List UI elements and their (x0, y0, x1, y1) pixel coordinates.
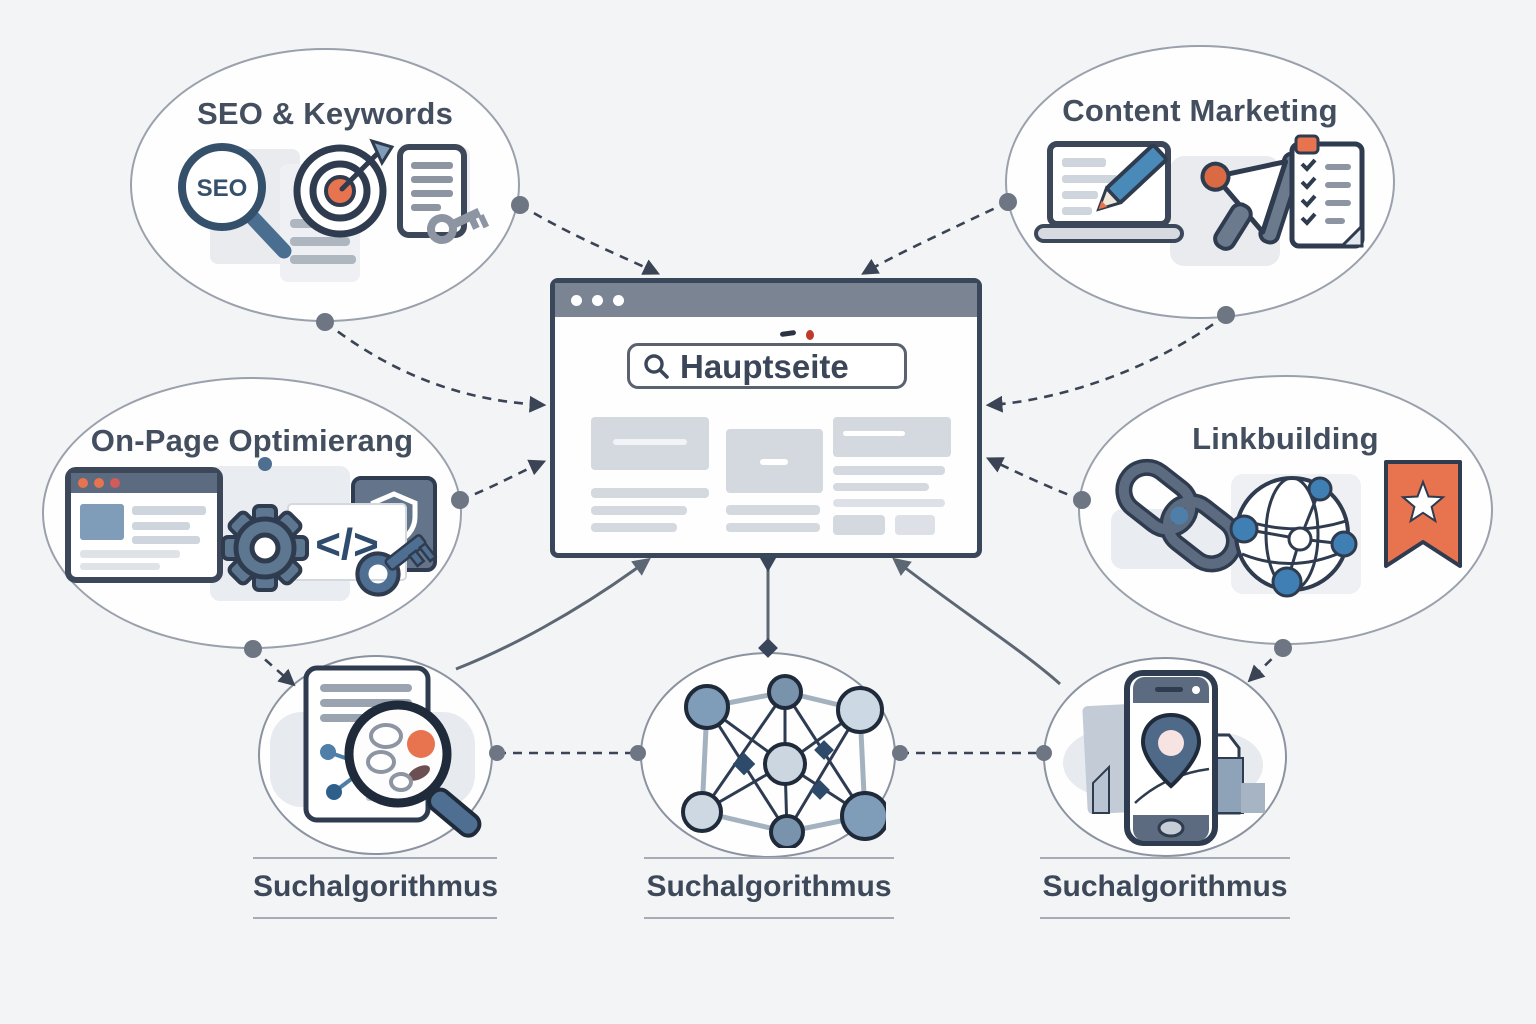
node-search-algorithm-mobile (1043, 657, 1287, 857)
document-analysis-magnifier-icon (270, 665, 482, 838)
hub-search-bar: Hauptseite (627, 329, 907, 389)
window-dot-icon (613, 294, 624, 306)
gear-icon (220, 504, 309, 592)
stray-red-dot (806, 330, 814, 340)
hub-browser-window: Hauptseite (550, 278, 982, 558)
seo-keywords-icons: SEO (178, 138, 490, 282)
connector-hub-to-analysis (455, 557, 651, 671)
magnifier-icon (644, 353, 669, 379)
node-title-content-marketing: Content Marketing (1062, 93, 1338, 128)
globe-network-icon (1229, 476, 1357, 598)
connector-seo-to-hub-left (324, 320, 547, 413)
node-title-linkbuilding: Linkbuilding (1192, 421, 1379, 456)
node-content-marketing: Content Marketing (1005, 45, 1395, 319)
stray-dash-mark (779, 329, 797, 338)
seo-magnifier-icon: SEO (178, 143, 292, 259)
keyword-document-key-icon (397, 144, 490, 244)
svg-text:SEO: SEO (197, 175, 248, 202)
hub-search-text: Hauptseite (680, 347, 849, 385)
node-onpage-optimierung: On-Page Optimierang (42, 377, 462, 649)
target-arrow-icon (293, 138, 395, 238)
connector-linkbuilding-to-hub-right (985, 457, 1083, 502)
browser-titlebar (555, 283, 977, 317)
bookmark-star-icon (1383, 460, 1462, 568)
node-search-algorithm-network (640, 652, 896, 858)
node-title-seo-keywords: SEO & Keywords (196, 96, 454, 131)
laptop-pencil-icon (1034, 141, 1184, 243)
phone-location-icon (1063, 670, 1265, 846)
key-icon (354, 534, 437, 597)
connector-onpage-to-hub-left (459, 459, 547, 502)
connector-seo-to-hub-top (519, 203, 661, 275)
magnifier-lens (344, 700, 482, 838)
chain-link-icon (1114, 458, 1243, 573)
linkbuilding-icons (1110, 458, 1462, 598)
node-search-algorithm-analysis (258, 655, 493, 855)
label-search-algorithm-1: Suchalgorithmus (253, 857, 498, 919)
window-dot-icon (571, 294, 582, 306)
node-title-onpage: On-Page Optimierang (90, 423, 414, 458)
mini-browser-icon (64, 467, 223, 583)
network-graph-icon (681, 674, 886, 848)
window-dot-icon (592, 294, 603, 306)
connector-endpoints (758, 558, 778, 658)
connector-hub-to-mobile (892, 557, 1061, 686)
smartphone (1124, 670, 1218, 846)
checklist-icon (1289, 134, 1365, 249)
node-seo-keywords: SEO & Keywords SEO (130, 48, 520, 322)
connector-content-to-hub-top (861, 200, 1009, 275)
label-search-algorithm-2: Suchalgorithmus (644, 857, 894, 919)
key-glyph (427, 208, 490, 244)
onpage-icons: </> (64, 457, 437, 601)
node-linkbuilding: Linkbuilding (1078, 375, 1493, 645)
label-search-algorithm-3: Suchalgorithmus (1040, 857, 1290, 919)
content-marketing-icons (1034, 134, 1365, 266)
